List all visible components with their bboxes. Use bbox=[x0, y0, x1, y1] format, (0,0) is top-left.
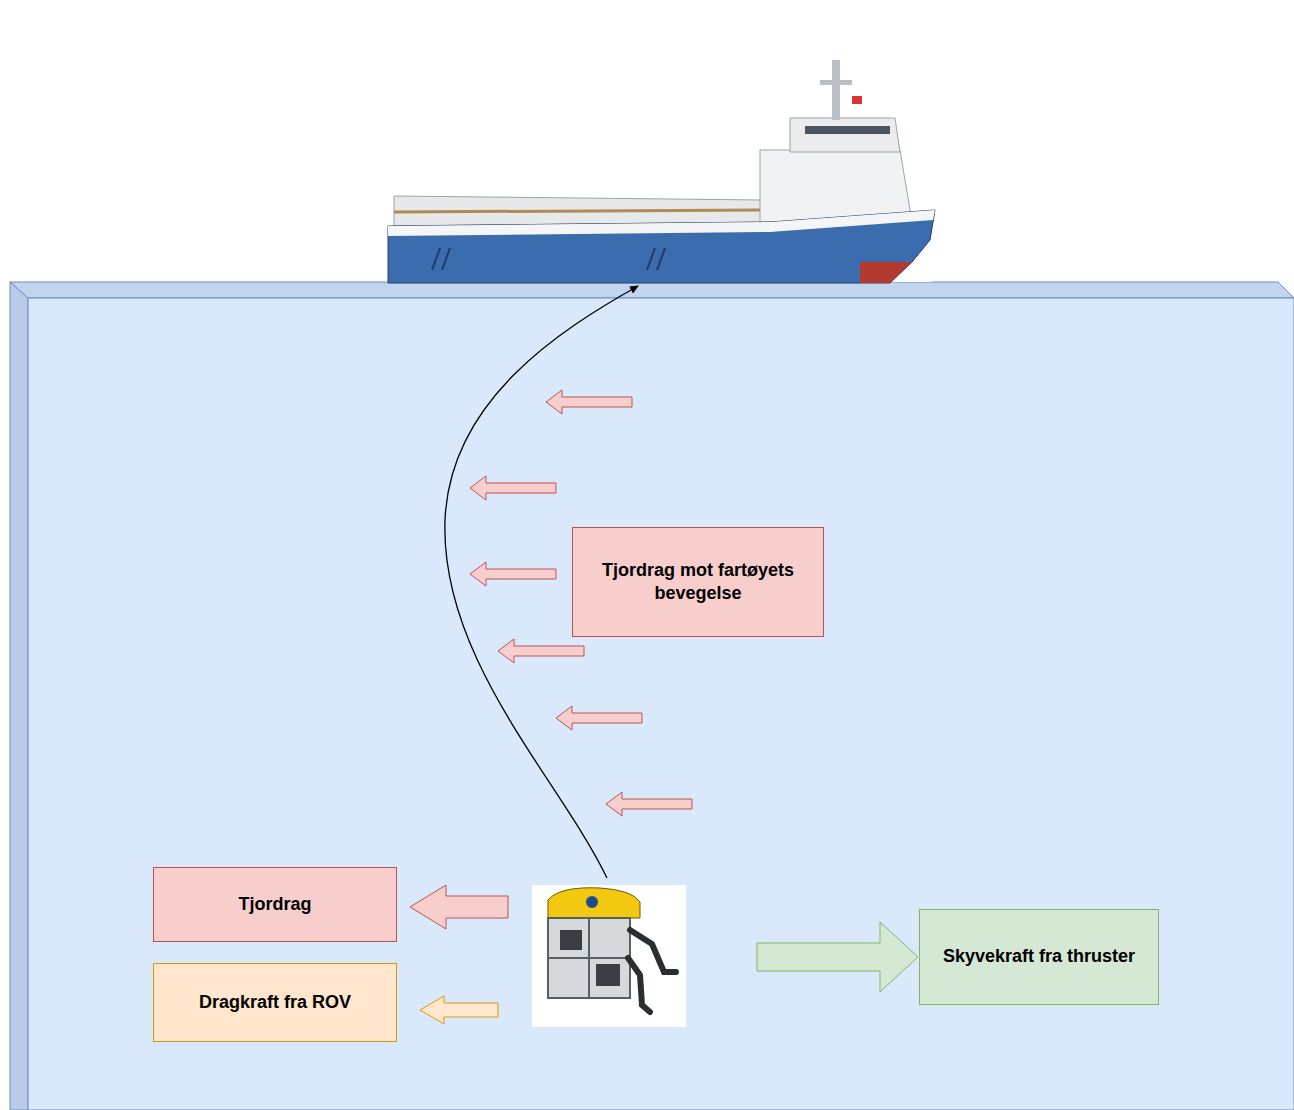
box-label: Dragkraft fra ROV bbox=[199, 991, 351, 1014]
rov-picture-frame bbox=[532, 885, 686, 1027]
ship-hull-mark bbox=[432, 248, 440, 270]
ship-hull-mark bbox=[657, 248, 665, 270]
rov-logo bbox=[586, 896, 598, 908]
ship-bridge-windows bbox=[805, 126, 890, 134]
rov-thruster bbox=[560, 930, 582, 950]
force-box: Tjordrag mot fartøyets bevegelse bbox=[572, 527, 824, 637]
ship-mast bbox=[832, 60, 840, 120]
ship-deck-rail bbox=[394, 196, 762, 226]
rov-manipulator bbox=[628, 958, 650, 1012]
rov-frame bbox=[548, 918, 630, 998]
water-front-face bbox=[28, 298, 1294, 1110]
rov-picture bbox=[532, 885, 686, 1027]
ship-hull bbox=[388, 210, 935, 283]
force-box: Skyvekraft fra thruster bbox=[919, 909, 1159, 1005]
ship-picture-frame bbox=[388, 10, 958, 282]
ship-bulb bbox=[860, 262, 912, 283]
force-box: Dragkraft fra ROV bbox=[153, 963, 397, 1042]
drag-arrow bbox=[556, 706, 642, 730]
text-stack: Skyvekraft fra thruster bbox=[943, 945, 1135, 968]
thrust-arrow bbox=[757, 922, 918, 992]
tether-drag-arrow bbox=[410, 885, 508, 929]
rov-top-float bbox=[548, 888, 640, 918]
box-label: Skyvekraft fra thruster bbox=[943, 945, 1135, 968]
ship-deck-floor bbox=[394, 210, 762, 212]
text-stack: Dragkraft fra ROV bbox=[199, 991, 351, 1014]
ship-picture bbox=[388, 10, 958, 283]
ship-hull-mark bbox=[647, 248, 655, 270]
force-box: Tjordrag bbox=[153, 867, 397, 942]
rov-thruster bbox=[596, 964, 620, 986]
drag-arrow bbox=[546, 390, 632, 414]
box-label: Tjordrag bbox=[238, 893, 311, 916]
drag-arrow bbox=[470, 476, 556, 500]
text-stack: Tjordrag mot fartøyets bevegelse bbox=[587, 559, 809, 606]
water-top-face bbox=[10, 282, 1294, 298]
text-stack: Tjordrag bbox=[238, 893, 311, 916]
ship-hull-band bbox=[388, 210, 935, 236]
ship-mast-arm bbox=[820, 80, 852, 85]
rov-drag-arrow bbox=[420, 996, 498, 1024]
ship-mast-light bbox=[852, 96, 862, 104]
rov-frame-bar bbox=[588, 918, 590, 998]
ship-superstructure bbox=[760, 150, 912, 222]
box-label: Tjordrag mot fartøyets bevegelse bbox=[587, 559, 809, 606]
ship-bridge bbox=[790, 118, 900, 152]
ship-hull-mark bbox=[442, 248, 450, 270]
drag-arrow bbox=[470, 562, 556, 586]
water-side-face bbox=[10, 282, 28, 1110]
drag-arrow bbox=[498, 639, 584, 663]
drag-arrow bbox=[606, 792, 692, 816]
